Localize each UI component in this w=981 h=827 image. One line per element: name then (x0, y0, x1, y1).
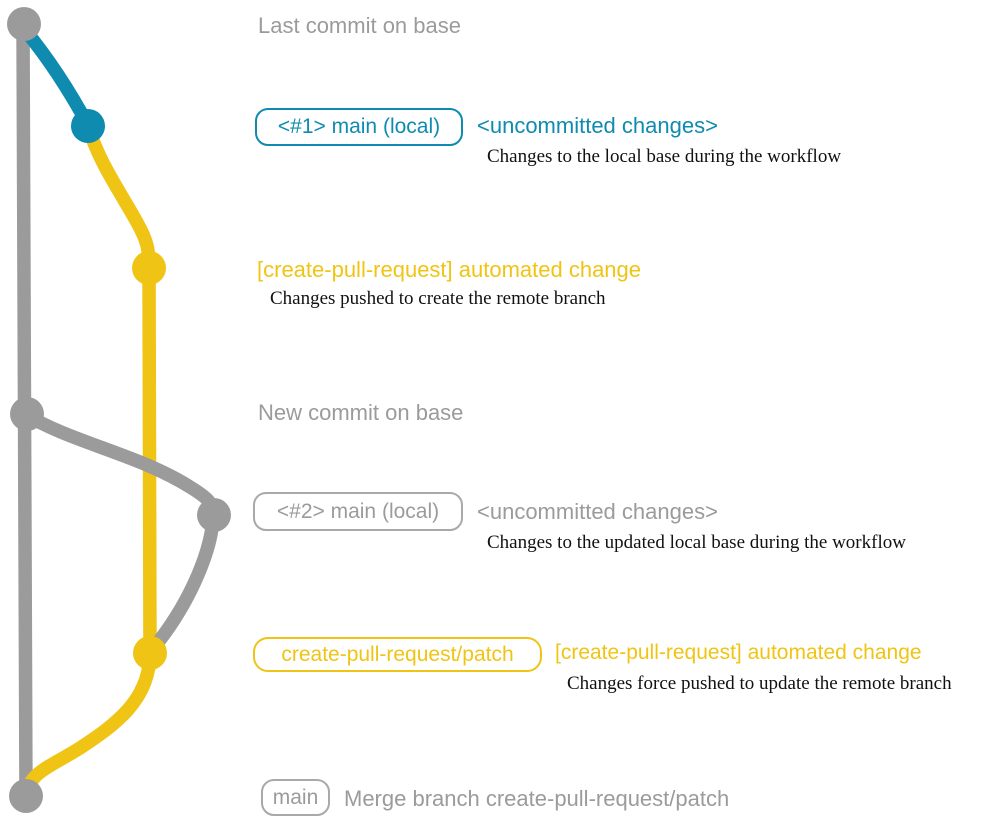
automated-change-description-1: Changes pushed to create the remote bran… (270, 288, 606, 309)
badge-main-local-1: <#1> main (local) (255, 108, 463, 146)
automated-change-label-2: [create-pull-request] automated change (555, 641, 922, 664)
badge-main-local-2: <#2> main (local) (253, 492, 463, 531)
automated-change-description-2: Changes force pushed to update the remot… (567, 673, 952, 694)
merge-commit-message: Merge branch create-pull-request/patch (344, 786, 730, 811)
badge-main-local-2-label: <#2> main (local) (276, 499, 440, 523)
local-1-description: Changes to the local base during the wor… (487, 146, 842, 167)
commit-dot-remote-1 (132, 251, 166, 285)
badge-patch-branch-label: create-pull-request/patch (281, 642, 514, 666)
commit-dot-local-2 (197, 498, 231, 532)
local-branch-curve (18, 23, 95, 132)
local-2-description: Changes to the updated local base during… (487, 532, 906, 553)
badge-main-merge: main (261, 779, 330, 816)
commit-dot-local-1 (71, 109, 105, 143)
commit-dot-last-base (7, 7, 41, 41)
commit-dot-remote-2 (133, 636, 167, 670)
uncommitted-changes-note-1: <uncommitted changes> (477, 113, 718, 138)
commit-dot-merge (9, 779, 43, 813)
badge-patch-branch: create-pull-request/patch (253, 637, 542, 672)
new-commit-label: New commit on base (258, 400, 464, 425)
last-commit-label: Last commit on base (258, 13, 461, 38)
badge-main-local-1-label: <#1> main (local) (277, 115, 441, 138)
automated-change-label-1: [create-pull-request] automated change (257, 257, 642, 282)
uncommitted-changes-note-2: <uncommitted changes> (477, 499, 718, 524)
badge-main-merge-label: main (272, 785, 319, 809)
commit-dot-new-base (10, 397, 44, 431)
updated-local-branch-curve (18, 407, 220, 657)
